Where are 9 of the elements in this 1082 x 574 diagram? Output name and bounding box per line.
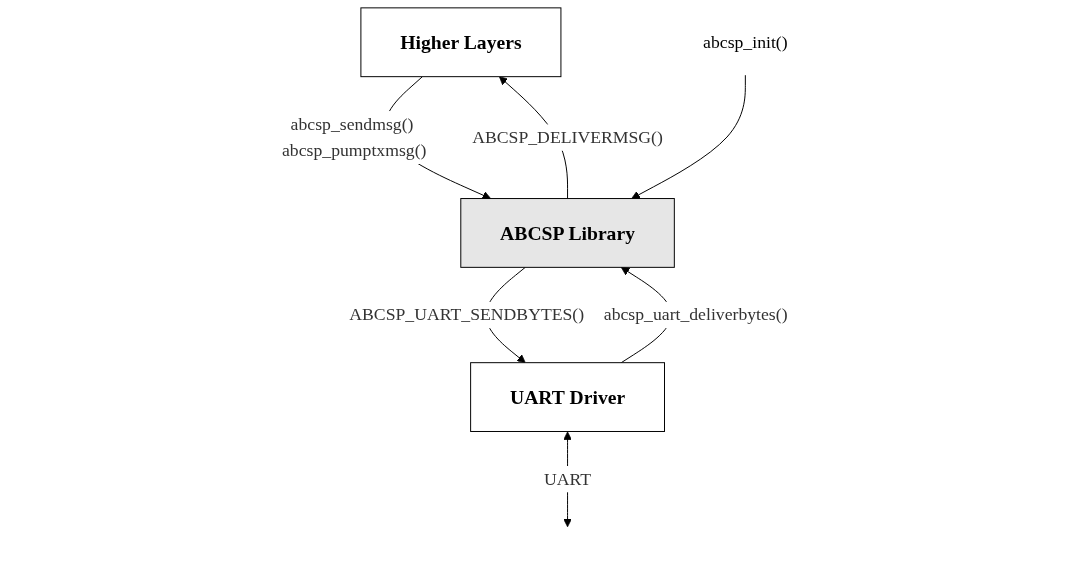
edge-label: abcsp_uart_deliverbytes() [603, 304, 788, 325]
node-box: ABCSP Library [459, 198, 675, 268]
edge-label: ABCSP_DELIVERMSG() [471, 127, 663, 147]
edge-label: UART [543, 468, 591, 489]
edge-label: ABCSP_UART_SENDBYTES() [348, 304, 584, 325]
edge-label: abcsp_sendmsg() abcsp_pumptxmsg() [281, 114, 427, 161]
node-box: UART Driver [469, 362, 665, 432]
node-box: Higher Layers [359, 7, 561, 78]
node-text: abcsp_init() [702, 31, 788, 52]
